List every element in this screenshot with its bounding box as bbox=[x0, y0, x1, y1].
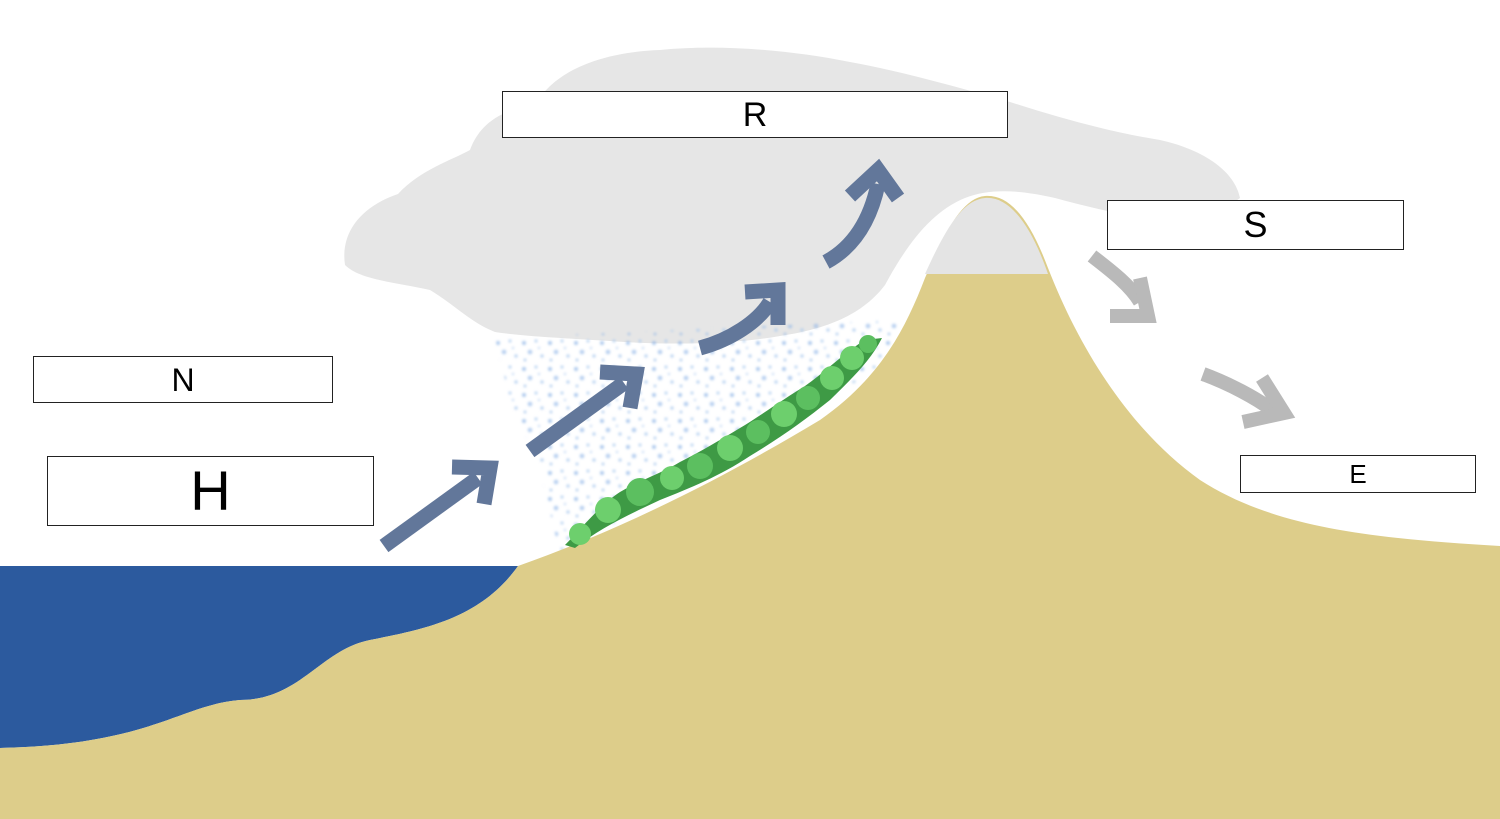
rain-area bbox=[495, 320, 900, 555]
descending-air-arrow-1 bbox=[1087, 250, 1157, 323]
rising-air-arrow-2 bbox=[525, 364, 645, 458]
label-h-text: H bbox=[190, 459, 231, 522]
label-r-text: R bbox=[742, 95, 768, 134]
descending-air-arrows bbox=[1087, 250, 1296, 429]
label-s-box: S bbox=[1107, 200, 1404, 250]
label-e-text: E bbox=[1349, 459, 1367, 489]
descending-air-arrow-2 bbox=[1200, 367, 1296, 429]
rising-air-arrow-1 bbox=[379, 459, 499, 553]
vegetation bbox=[565, 335, 882, 548]
label-n-box: N bbox=[33, 356, 333, 403]
rising-air-arrow-4 bbox=[822, 158, 905, 269]
label-s-text: S bbox=[1243, 204, 1268, 245]
rising-air-arrows bbox=[379, 158, 905, 553]
sea bbox=[0, 566, 518, 748]
label-h-box: H bbox=[47, 456, 374, 526]
label-e-box: E bbox=[1240, 455, 1476, 493]
label-n-text: N bbox=[171, 361, 195, 398]
label-r-box: R bbox=[502, 91, 1008, 138]
snow-cap bbox=[925, 197, 1048, 274]
mountain bbox=[0, 195, 1500, 819]
rising-air-arrow-3 bbox=[697, 282, 786, 356]
